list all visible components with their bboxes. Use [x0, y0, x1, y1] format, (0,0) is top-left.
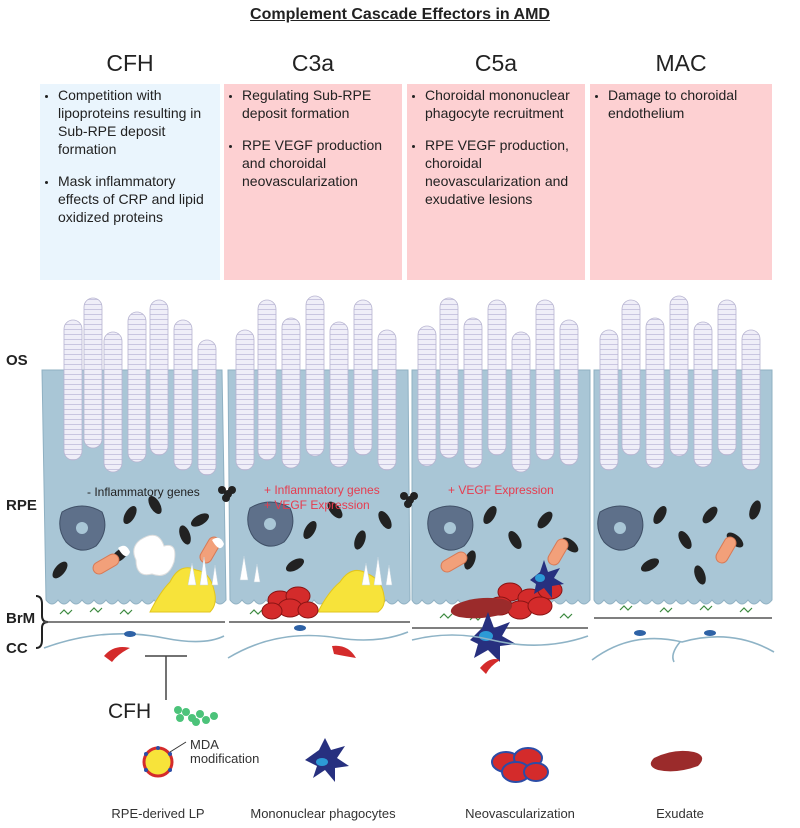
cfh-bullet-1: Competition with lipoproteins resulting …	[58, 86, 214, 158]
cfh-inhibition-marker	[145, 655, 187, 700]
column-heading-c5a: C5a	[474, 50, 518, 76]
c3a-bullet-2: RPE VEGF production and choroidal neovas…	[242, 136, 396, 190]
c5a-bullet-1: Choroidal mononuclear phagocyte recruitm…	[425, 86, 579, 122]
legend-lp-icon	[142, 741, 187, 778]
layer-label-rpe: RPE	[6, 497, 37, 514]
choroidal-erythrocytes	[104, 645, 500, 674]
melanosomes	[52, 495, 761, 585]
annotation-c3a-vegf: + VEGF Expression	[264, 498, 370, 512]
exudate-in-c5a	[450, 597, 513, 619]
legend-lp-label: RPE-derived LP	[111, 806, 205, 821]
mac-bullet-1: Damage to choroidal endothelium	[608, 86, 766, 122]
legend-phagocytes-label: Mononuclear phagocytes	[250, 806, 396, 821]
cfh-effects-box: Competition with lipoproteins resulting …	[40, 84, 220, 280]
layer-label-os: OS	[6, 352, 28, 369]
legend-neovascularization-label: Neovascularization	[465, 806, 575, 821]
c5a-bullet-2: RPE VEGF production, choroidal neovascul…	[425, 136, 579, 208]
photoreceptor-outer-segments	[63, 295, 761, 476]
column-heading-mac: MAC	[655, 50, 707, 76]
cfh-molecule-label: CFH	[108, 700, 152, 723]
layer-label-brm: BrM	[6, 610, 36, 627]
annotation-c3a-inflammatory: + Inflammatory genes	[264, 483, 380, 497]
mac-effects-box: Damage to choroidal endothelium	[590, 84, 772, 280]
mononuclear-phagocytes	[470, 560, 564, 662]
legend-mda-label: MDA modification	[190, 737, 260, 766]
legend-exudate-icon	[650, 750, 703, 772]
cfh-molecule-icon	[174, 706, 218, 726]
column-heading-c3a: C3a	[291, 50, 335, 76]
annotation-cfh-inflammatory: - Inflammatory genes	[87, 485, 200, 499]
c3a-effects-box: Regulating Sub-RPE deposit formation RPE…	[224, 84, 402, 280]
legend-phagocyte-icon	[305, 738, 349, 782]
legend-exudate-label: Exudate	[656, 806, 704, 821]
cfh-bullet-2: Mask inflammatory effects of CRP and lip…	[58, 172, 214, 226]
c5a-effects-box: Choroidal mononuclear phagocyte recruitm…	[407, 84, 585, 280]
bruchs-membrane	[44, 617, 772, 629]
choriocapillaris	[43, 631, 775, 663]
column-heading-cfh: CFH	[106, 50, 154, 76]
figure-title: Complement Cascade Effectors in AMD	[250, 6, 550, 23]
legend-neovascularization-icon	[491, 747, 549, 783]
c3a-bullet-1: Regulating Sub-RPE deposit formation	[242, 86, 396, 122]
mitochondria	[92, 536, 737, 575]
annotation-c5a-vegf: + VEGF Expression	[448, 483, 554, 497]
layer-label-cc: CC	[6, 640, 28, 657]
